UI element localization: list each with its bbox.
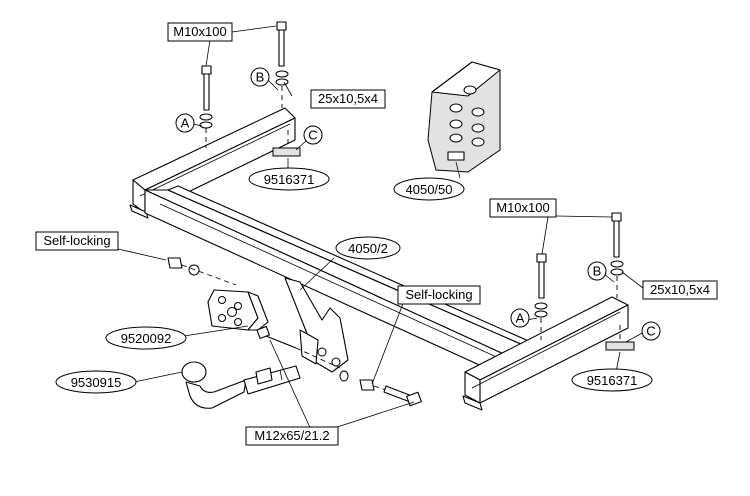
label-plate-right-text: 9516371 xyxy=(587,373,638,388)
socket-plate-assembly xyxy=(167,257,269,331)
label-bolt-bottom: M12x65/21.2 xyxy=(245,426,339,446)
callout-c-left-text: C xyxy=(308,128,317,143)
label-washer-left-text: 25x10,5x4 xyxy=(318,91,378,106)
label-bolt-top-left-text: M10x100 xyxy=(173,24,226,39)
label-plate-left-text: 9516371 xyxy=(264,172,315,187)
label-nut-left-text: Self-locking xyxy=(43,233,110,248)
callout-b-right-text: B xyxy=(593,264,602,279)
callout-a-left-text: A xyxy=(181,116,190,131)
callout-a-right: A xyxy=(510,308,530,328)
bolt-top-left-assembly xyxy=(199,21,301,157)
towbar-frame xyxy=(129,107,629,411)
label-bolt-bottom-text: M12x65/21.2 xyxy=(254,428,329,443)
leader-lines xyxy=(117,25,645,433)
label-kit-box-text: 4050/50 xyxy=(406,182,453,197)
label-washer-left: 25x10,5x4 xyxy=(310,89,386,109)
label-kit-box: 4050/50 xyxy=(393,177,465,201)
label-bolt-top-left: M10x100 xyxy=(167,22,233,42)
label-washer-right: 25x10,5x4 xyxy=(642,280,718,300)
callout-c-right: C xyxy=(641,321,661,341)
label-frame: 4050/2 xyxy=(335,236,401,260)
label-plate-left: 9516371 xyxy=(248,167,330,191)
label-socket-plate: 9520092 xyxy=(105,326,187,350)
label-plate-right: 9516371 xyxy=(571,368,653,392)
label-socket-plate-text: 9520092 xyxy=(121,331,172,346)
callout-b-right: B xyxy=(587,261,607,281)
bolt-kit-box xyxy=(427,61,501,173)
label-frame-text: 4050/2 xyxy=(348,241,388,256)
label-bolt-right-text: M10x100 xyxy=(496,200,549,215)
callout-c-left: C xyxy=(303,125,323,145)
label-washer-right-text: 25x10,5x4 xyxy=(650,282,710,297)
callout-a-right-text: A xyxy=(516,311,525,326)
label-bolt-right: M10x100 xyxy=(489,198,557,218)
callout-b-left: B xyxy=(250,67,270,87)
label-tow-ball-text: 9530915 xyxy=(71,375,122,390)
bottom-bolts xyxy=(256,325,422,407)
label-nut-right-text: Self-locking xyxy=(405,287,472,302)
tow-ball xyxy=(181,361,301,409)
bolt-right-assembly xyxy=(534,212,635,351)
callout-b-left-text: B xyxy=(256,70,265,85)
callout-a-left: A xyxy=(175,113,195,133)
label-nut-right: Self-locking xyxy=(397,285,481,305)
callout-c-right-text: C xyxy=(646,324,655,339)
label-tow-ball: 9530915 xyxy=(55,370,137,394)
label-nut-left: Self-locking xyxy=(35,231,119,251)
